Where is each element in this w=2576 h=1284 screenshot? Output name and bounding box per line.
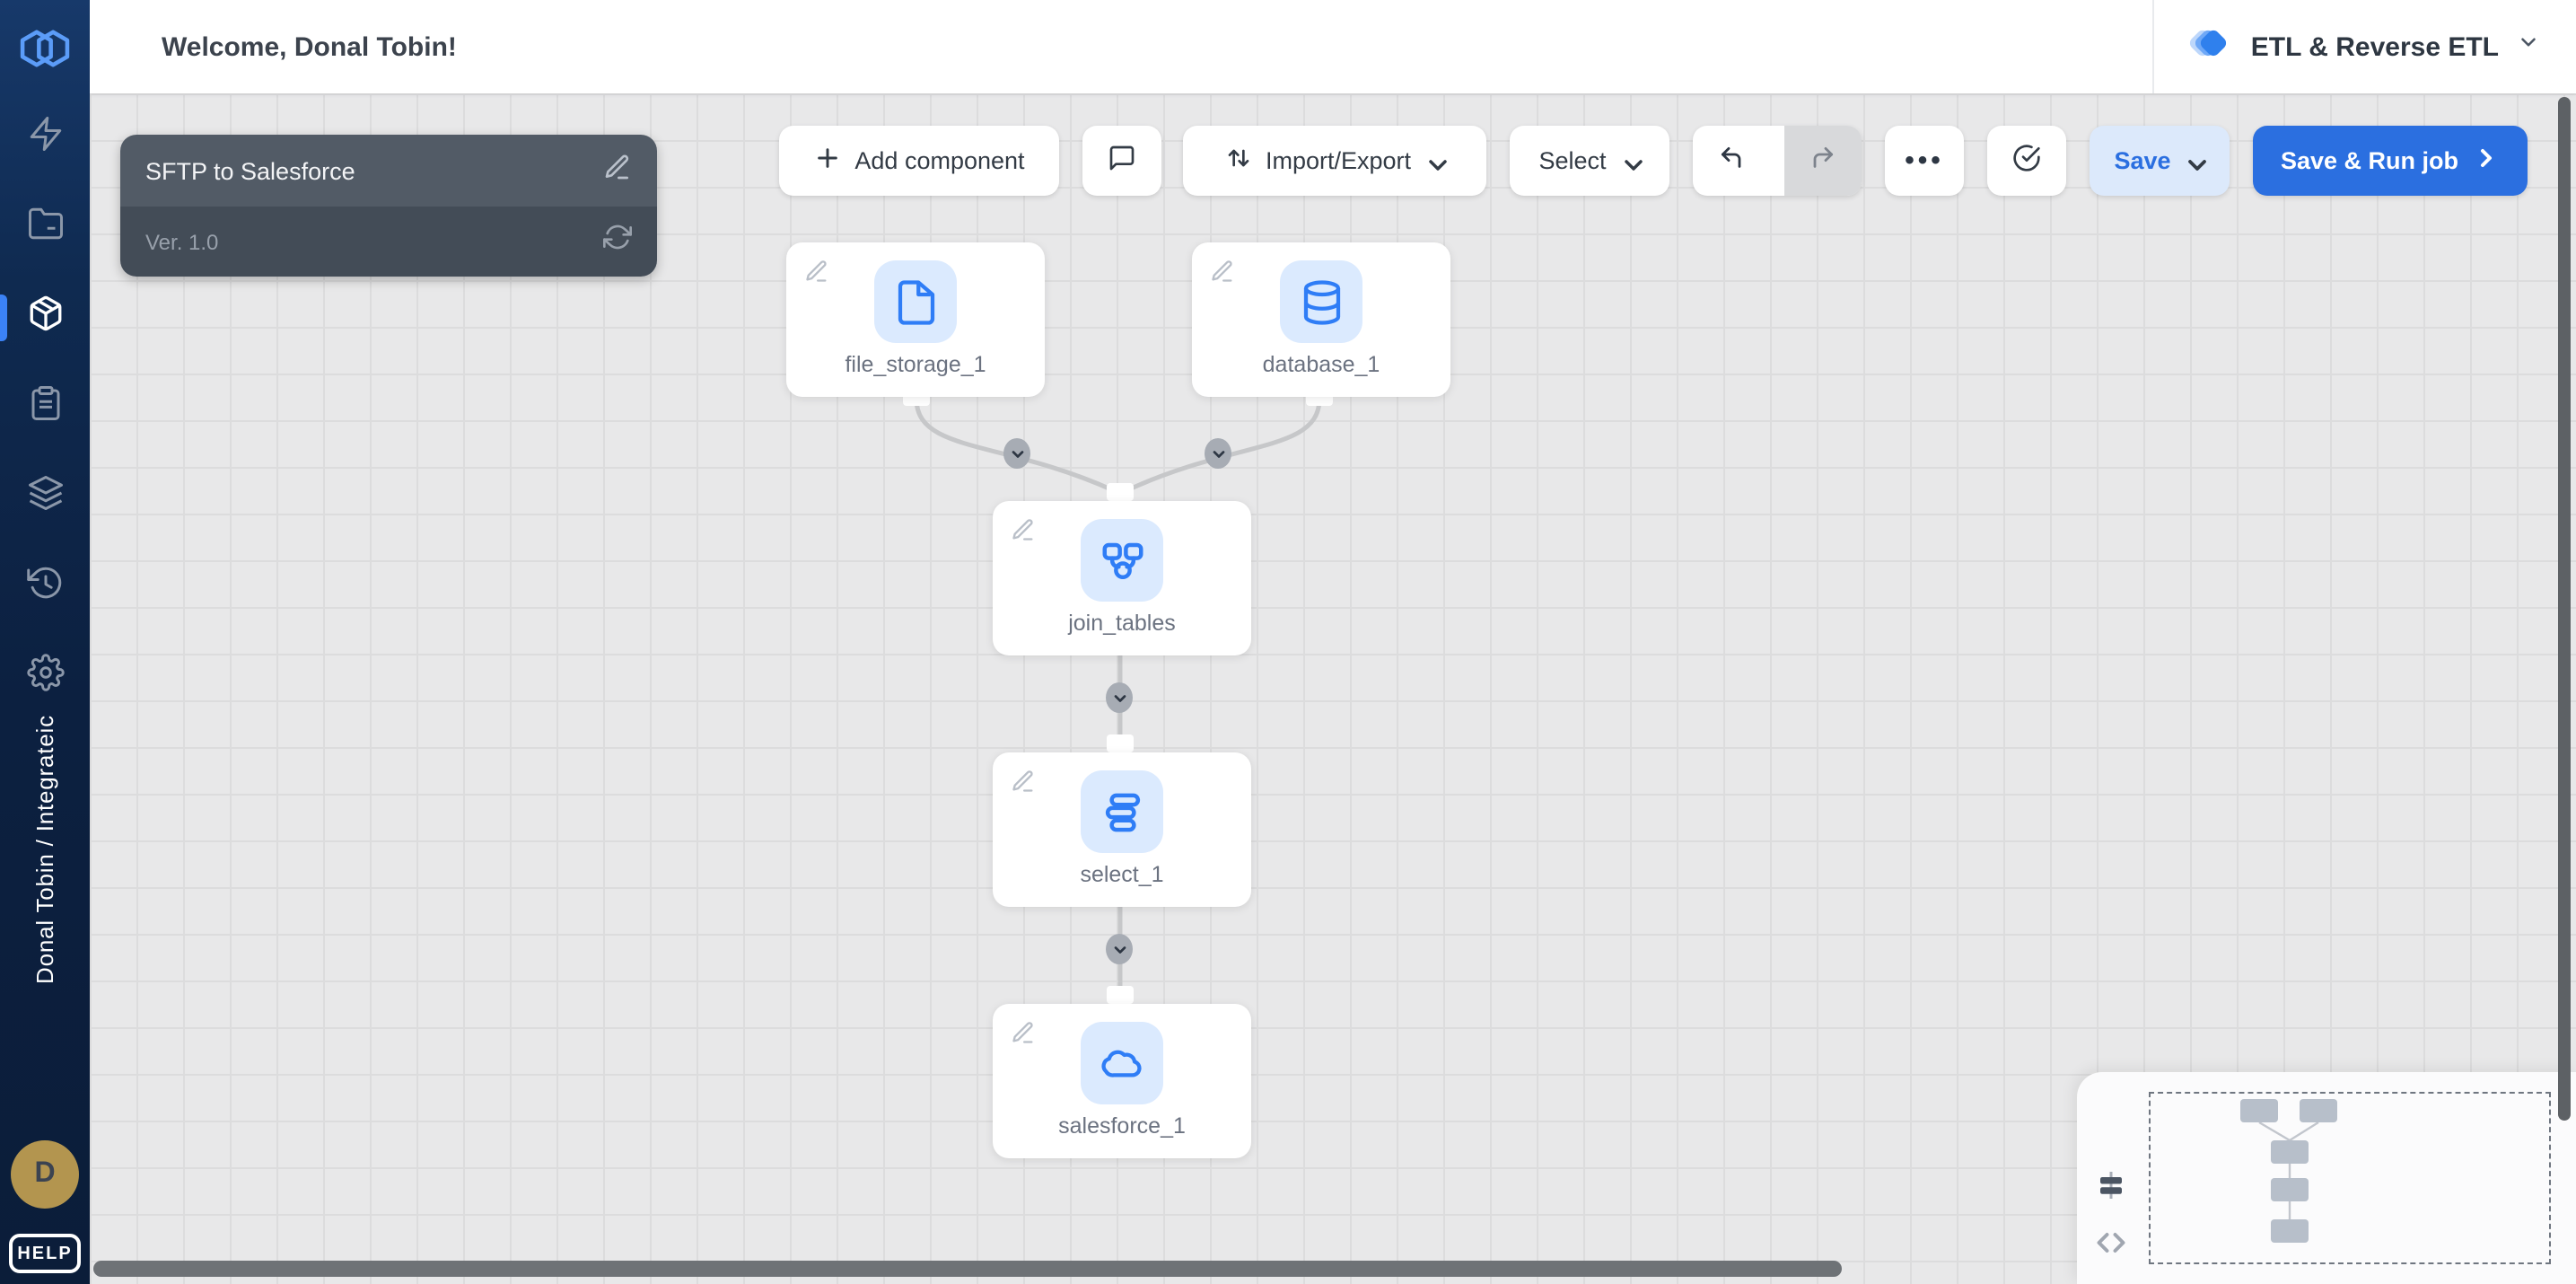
join-icon	[1081, 519, 1163, 602]
edge-chip-join-select[interactable]	[1106, 682, 1133, 713]
pipeline-panel-version-row: Ver. 1.0	[120, 207, 657, 277]
folder-icon	[26, 205, 64, 251]
product-label: ETL & Reverse ETL	[2250, 31, 2499, 62]
edge-chip-database-join[interactable]	[1205, 438, 1231, 469]
chevron-right-icon	[2471, 144, 2500, 178]
minimap-viewport[interactable]	[2149, 1092, 2551, 1264]
plus-icon	[813, 144, 842, 178]
node-label: file_storage_1	[845, 352, 986, 377]
pencil-icon[interactable]	[1011, 517, 1036, 542]
history-clock-icon	[26, 564, 64, 611]
undo-redo-group	[1693, 126, 1862, 196]
salesforce-cloud-icon	[1081, 1022, 1163, 1104]
minimap-node	[2300, 1099, 2337, 1122]
minimap-node	[2240, 1099, 2278, 1122]
refresh-icon[interactable]	[603, 223, 632, 260]
node-join-tables[interactable]: join_tables	[993, 501, 1251, 655]
ellipsis-icon: •••	[1905, 145, 1944, 176]
comment-button[interactable]	[1082, 126, 1161, 196]
undo-arrow-icon	[1718, 144, 1747, 178]
layers-icon	[26, 474, 64, 521]
redo-button[interactable]	[1783, 126, 1862, 196]
etl-stack-icon	[2186, 19, 2233, 75]
horizontal-scrollbar[interactable]	[93, 1261, 1842, 1277]
sidebar-item-history[interactable]	[0, 542, 90, 632]
validate-button[interactable]	[1987, 126, 2066, 196]
node-label: select_1	[1080, 862, 1164, 887]
vertical-scrollbar[interactable]	[2558, 97, 2571, 1121]
sidebar-item-activity[interactable]	[0, 93, 90, 183]
node-salesforce[interactable]: salesforce_1	[993, 1004, 1251, 1158]
check-circle-icon	[2012, 144, 2041, 178]
sidebar-item-projects[interactable]	[0, 183, 90, 273]
avatar[interactable]: D	[11, 1140, 79, 1209]
edge-chip-file-join[interactable]	[1003, 438, 1030, 469]
package-icon	[26, 295, 64, 341]
clipboard-icon	[26, 384, 64, 431]
product-switcher[interactable]: ETL & Reverse ETL	[2151, 0, 2576, 93]
pipeline-version: Ver. 1.0	[145, 229, 219, 254]
import-export-button[interactable]: Import/Export	[1183, 126, 1486, 196]
chevron-down-icon	[1424, 150, 1447, 171]
pencil-icon[interactable]	[1011, 1020, 1036, 1045]
zap-icon	[26, 115, 64, 162]
chevron-down-icon	[2184, 150, 2207, 171]
pencil-icon[interactable]	[1210, 259, 1235, 284]
chevron-down-icon	[2517, 31, 2540, 63]
minimap-node	[2271, 1140, 2309, 1164]
node-label: database_1	[1262, 352, 1380, 377]
sidebar-item-clusters[interactable]	[0, 453, 90, 542]
file-icon	[874, 260, 957, 343]
node-label: salesforce_1	[1058, 1113, 1186, 1139]
add-component-button[interactable]: Add component	[779, 126, 1059, 196]
pencil-icon[interactable]	[804, 259, 829, 284]
select-rows-icon	[1081, 770, 1163, 853]
pipeline-panel-title-row: SFTP to Salesforce	[120, 135, 657, 207]
undo-button[interactable]	[1693, 126, 1771, 196]
more-options-button[interactable]: •••	[1885, 126, 1964, 196]
minimap-node	[2271, 1178, 2309, 1201]
header: Welcome, Donal Tobin! ETL & Reverse ETL	[90, 0, 2576, 93]
edge-chip-select-salesforce[interactable]	[1106, 934, 1133, 964]
page-title: Welcome, Donal Tobin!	[162, 31, 457, 62]
gear-icon	[26, 654, 64, 700]
sidebar-item-jobs[interactable]	[0, 363, 90, 453]
select-dropdown-button[interactable]: Select	[1510, 126, 1669, 196]
align-distribute-icon[interactable]	[2095, 1169, 2127, 1201]
node-select[interactable]: select_1	[993, 752, 1251, 907]
comment-bubble-icon	[1108, 144, 1136, 178]
node-database[interactable]: database_1	[1192, 242, 1450, 397]
pencil-icon[interactable]	[603, 152, 632, 189]
help-button[interactable]: HELP	[9, 1234, 81, 1273]
minimap-node	[2271, 1219, 2309, 1243]
chevron-down-icon	[1619, 150, 1643, 171]
pencil-icon[interactable]	[1011, 769, 1036, 794]
database-icon	[1280, 260, 1362, 343]
pipeline-canvas[interactable]: file_storage_1 database_1 join_tables se…	[90, 93, 2576, 1284]
pipeline-title: SFTP to Salesforce	[145, 157, 355, 184]
code-brackets-icon[interactable]	[2095, 1227, 2127, 1259]
save-and-run-button[interactable]: Save & Run job	[2253, 126, 2528, 196]
minimap-panel	[2077, 1072, 2576, 1284]
sidebar-item-settings[interactable]	[0, 632, 90, 722]
save-button[interactable]: Save	[2090, 126, 2230, 196]
pipeline-panel: SFTP to Salesforce Ver. 1.0	[120, 135, 657, 277]
redo-arrow-icon	[1809, 144, 1837, 178]
sidebar: Donal Tobin / Integrateic D HELP	[0, 0, 90, 1284]
sidebar-user-label: Donal Tobin / Integrateic	[31, 715, 58, 984]
node-file-storage[interactable]: file_storage_1	[786, 242, 1045, 397]
sidebar-item-packages[interactable]	[0, 273, 90, 363]
node-label: join_tables	[1068, 611, 1176, 636]
sidebar-nav	[0, 93, 90, 722]
import-export-arrows-icon	[1224, 144, 1253, 178]
integrate-logo-icon[interactable]	[16, 18, 74, 79]
